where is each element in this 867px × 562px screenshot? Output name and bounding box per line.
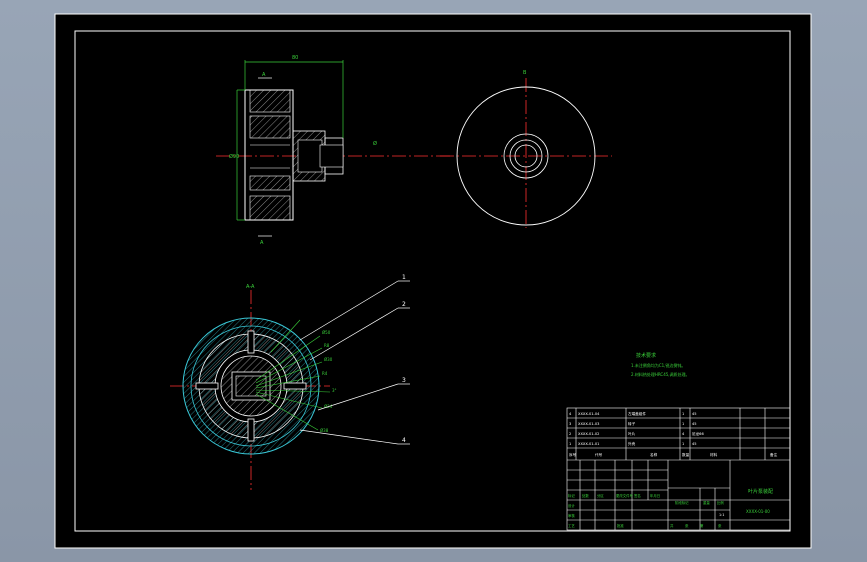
- svg-text:2: 2: [569, 432, 571, 436]
- svg-text:XXXX-01-03: XXXX-01-03: [578, 422, 599, 426]
- svg-text:1: 1: [682, 442, 684, 446]
- tech-line-1: 1.未注倒角均为C1,锐边倒钝。: [631, 362, 685, 368]
- svg-text:4: 4: [569, 412, 572, 416]
- svg-text:外壳: 外壳: [628, 441, 636, 446]
- section-view-aa: A-A Ø50 R8 Ø30 R4 3° Ø24 Ø38: [170, 274, 410, 490]
- title-block: [566, 407, 791, 531]
- leader-text: Ø38: [320, 428, 329, 433]
- dim-width: 80: [292, 55, 298, 61]
- svg-text:处数: 处数: [582, 493, 589, 498]
- leader-text: 3°: [332, 388, 337, 393]
- svg-text:名称: 名称: [650, 452, 658, 457]
- leader-text: R4: [322, 371, 328, 376]
- dim-side: Ø: [373, 140, 377, 147]
- svg-text:XXXX-01-04: XXXX-01-04: [578, 412, 600, 416]
- side-view: B: [440, 70, 612, 228]
- leader-text: R8: [324, 343, 330, 348]
- svg-text:数量: 数量: [682, 452, 690, 457]
- svg-text:重量: 重量: [703, 500, 710, 505]
- balloon-2: 2: [402, 301, 406, 308]
- svg-text:XXXX-01-01: XXXX-01-01: [578, 442, 599, 446]
- tech-title: 技术要求: [636, 352, 656, 359]
- svg-text:45: 45: [692, 422, 697, 426]
- svg-text:1: 1: [682, 422, 684, 426]
- view-label-b: B: [523, 70, 527, 76]
- svg-text:张: 张: [685, 523, 689, 528]
- svg-text:分区: 分区: [597, 493, 604, 498]
- balloon-4: 4: [402, 437, 406, 444]
- svg-text:材料: 材料: [710, 452, 718, 457]
- drawing-title: 叶片泵装配: [748, 488, 773, 495]
- svg-text:工艺: 工艺: [568, 523, 575, 528]
- svg-text:阶段标记: 阶段标记: [675, 500, 689, 505]
- section-mark-bottom: A: [260, 240, 264, 246]
- svg-text:序号: 序号: [569, 452, 577, 457]
- svg-text:共: 共: [670, 523, 674, 528]
- svg-text:叶片: 叶片: [628, 431, 636, 436]
- tech-requirements: 技术要求 1.未注倒角均为C1,锐边倒钝。 2.材料热处理HRC45,调质处理。: [631, 352, 690, 377]
- balloon-1: 1: [402, 274, 406, 281]
- svg-text:标记: 标记: [568, 493, 575, 498]
- section-mark-top: A: [262, 72, 266, 78]
- svg-text:更改文件号: 更改文件号: [616, 493, 634, 498]
- svg-text:4: 4: [682, 432, 685, 436]
- svg-text:45: 45: [692, 412, 697, 416]
- svg-text:年月日: 年月日: [650, 493, 660, 498]
- svg-text:备注: 备注: [770, 452, 778, 457]
- svg-text:第: 第: [700, 523, 704, 528]
- section-label: A-A: [246, 284, 255, 290]
- tech-line-2: 2.材料热处理HRC45,调质处理。: [631, 371, 690, 377]
- svg-text:审核: 审核: [568, 513, 575, 518]
- front-section-view: 80 Ø90 A A Ø: [216, 55, 450, 246]
- svg-text:XXXX-01-02: XXXX-01-02: [578, 432, 599, 436]
- svg-text:批准: 批准: [617, 523, 624, 528]
- svg-text:张: 张: [718, 523, 722, 528]
- svg-text:1: 1: [682, 412, 684, 416]
- title-block-text: 标记 处数 分区 更改文件号 签名 年月日 设计 审核 工艺 批准 阶段标记 重…: [568, 493, 724, 528]
- svg-text:左端盖组件: 左端盖组件: [628, 411, 646, 416]
- drawing-border: [74, 30, 791, 532]
- drawing-code: XXXX-01-00: [746, 509, 770, 514]
- svg-text:1: 1: [569, 442, 571, 446]
- svg-text:1:1: 1:1: [719, 513, 724, 517]
- bom-table: 4 XXXX-01-04 左端盖组件 1 45 3 XXXX-01-03 转子 …: [569, 411, 778, 457]
- leader-text: Ø50: [322, 330, 331, 335]
- svg-text:签名: 签名: [634, 493, 641, 498]
- svg-text:转子: 转子: [628, 421, 636, 426]
- svg-text:3: 3: [569, 422, 571, 426]
- svg-text:比例: 比例: [717, 500, 724, 505]
- svg-text:代号: 代号: [595, 452, 603, 457]
- drawing-sheet: [54, 13, 812, 549]
- svg-text:45: 45: [692, 442, 697, 446]
- svg-text:设计: 设计: [568, 503, 575, 508]
- leader-text: Ø30: [324, 357, 333, 362]
- balloon-3: 3: [402, 377, 406, 384]
- dim-dia: Ø90: [229, 153, 239, 160]
- svg-text:尼龙66: 尼龙66: [692, 431, 704, 436]
